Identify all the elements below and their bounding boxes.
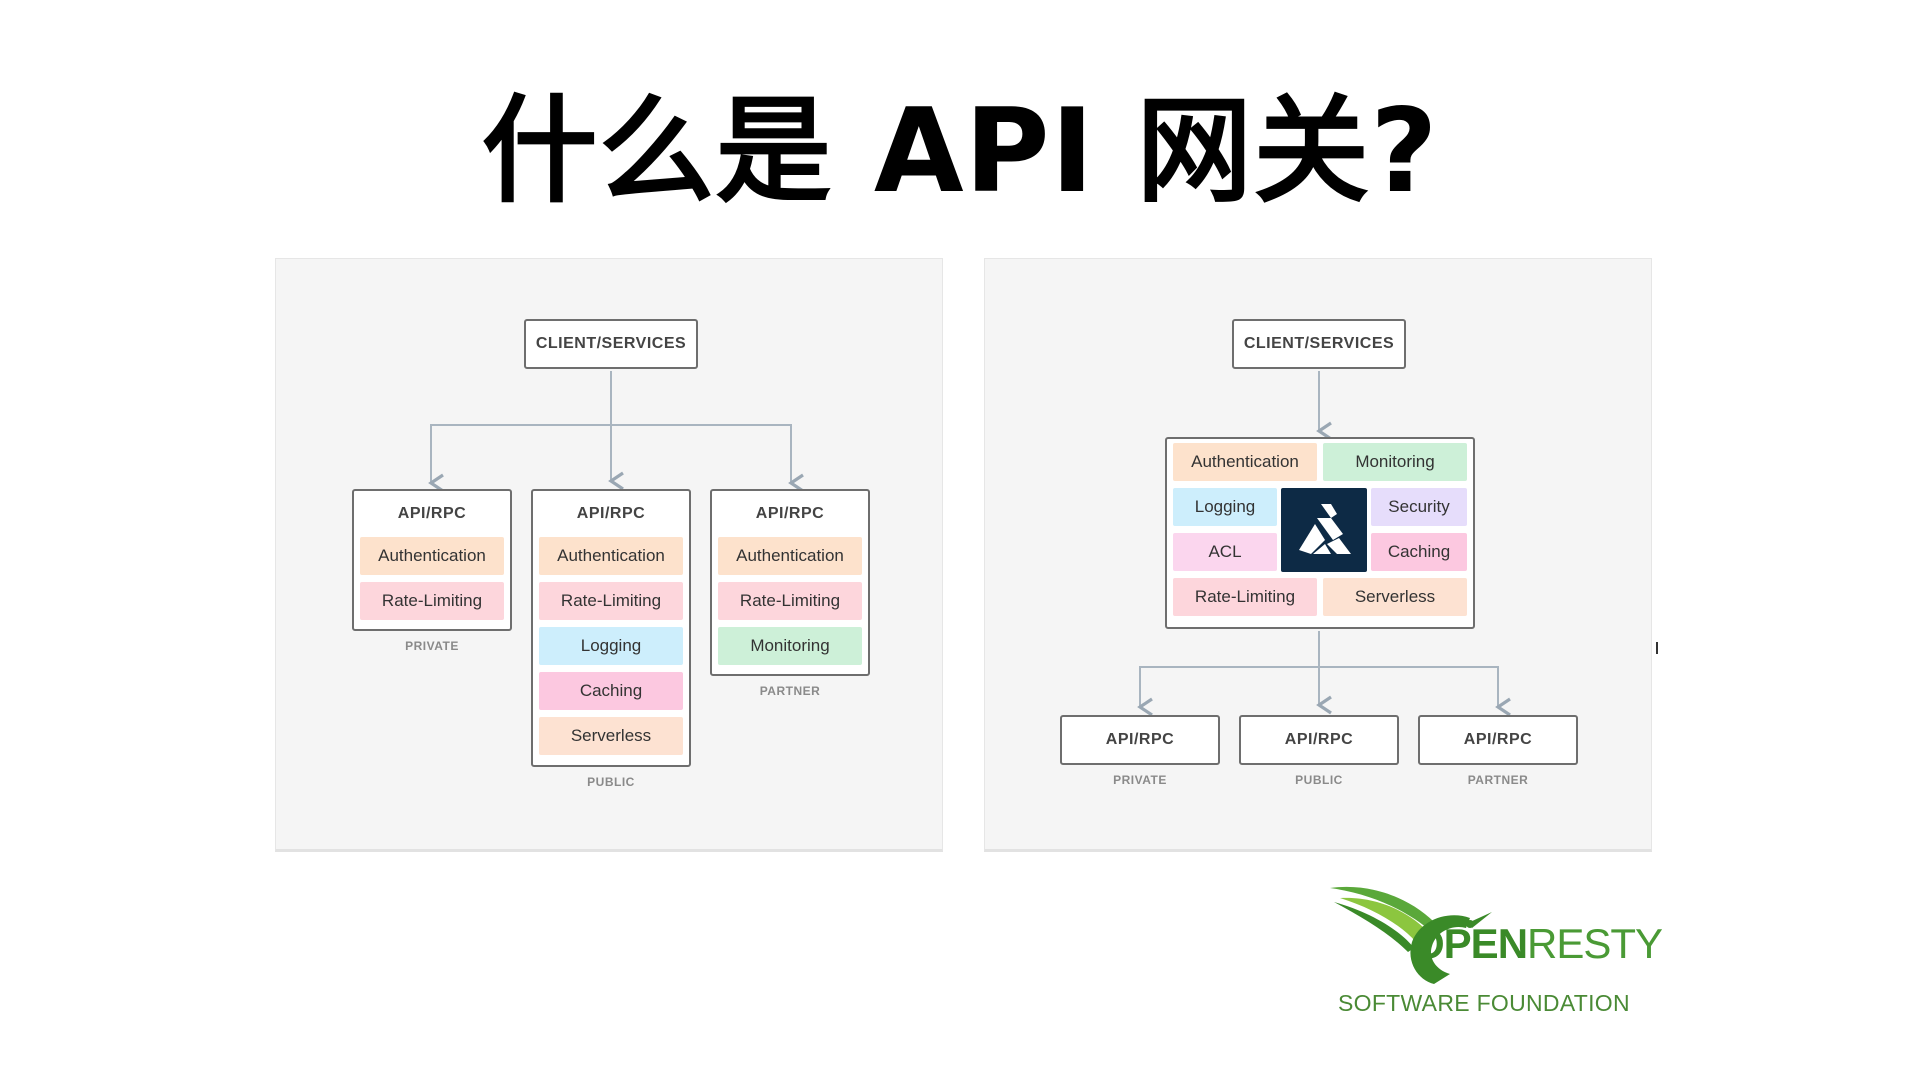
api-rpc-partner-box: API/RPC Authentication Rate-Limiting Mon… xyxy=(710,489,870,676)
logo-word-resty: RESTY xyxy=(1527,920,1663,967)
chip-security: Security xyxy=(1371,488,1467,526)
chip-caching: Caching xyxy=(1371,533,1467,571)
chip-authentication: Authentication xyxy=(718,537,862,575)
hummingbird-icon xyxy=(1330,886,1492,984)
chip-rate-limiting: Rate-Limiting xyxy=(360,582,504,620)
chip-acl: ACL xyxy=(1173,533,1277,571)
chip-monitoring: Monitoring xyxy=(1323,443,1467,481)
label-private: PRIVATE xyxy=(1113,773,1167,787)
chip-caching: Caching xyxy=(539,672,683,710)
gorilla-icon xyxy=(1299,504,1351,554)
chip-logging: Logging xyxy=(539,627,683,665)
api-rpc-public-box: API/RPC xyxy=(1239,715,1399,765)
diagram-api-gateway: CLIENT/SERVICES Authentication Monitorin… xyxy=(984,258,1652,852)
chip-authentication: Authentication xyxy=(539,537,683,575)
logo-word-open: OPEN xyxy=(1412,920,1528,967)
api-rpc-header: API/RPC xyxy=(576,505,646,522)
openresty-logo: OPENRESTY SOFTWARE FOUNDATION xyxy=(1320,862,1663,1022)
chip-rate-limiting: Rate-Limiting xyxy=(718,582,862,620)
client-services-label: CLIENT/SERVICES xyxy=(1243,335,1395,352)
chip-rate-limiting: Rate-Limiting xyxy=(1173,578,1317,616)
chip-rate-limiting: Rate-Limiting xyxy=(539,582,683,620)
api-gateway-box: Authentication Monitoring Logging ACL Se… xyxy=(1165,437,1475,629)
logo-subtitle: SOFTWARE FOUNDATION xyxy=(1338,990,1630,1016)
api-rpc-header: API/RPC xyxy=(1105,731,1175,748)
label-private: PRIVATE xyxy=(405,639,459,653)
label-partner: PARTNER xyxy=(759,684,821,698)
connector-lines xyxy=(1137,371,1511,717)
api-rpc-header: API/RPC xyxy=(397,505,467,522)
api-rpc-partner-box: API/RPC xyxy=(1418,715,1578,765)
logo-wordmark: OPENRESTY xyxy=(1412,920,1663,967)
api-rpc-public-box: API/RPC Authentication Rate-Limiting Log… xyxy=(531,489,691,767)
client-services-label: CLIENT/SERVICES xyxy=(535,335,687,352)
label-public: PUBLIC xyxy=(587,775,635,789)
chip-monitoring: Monitoring xyxy=(718,627,862,665)
api-rpc-header: API/RPC xyxy=(1284,731,1354,748)
label-partner: PARTNER xyxy=(1467,773,1529,787)
api-rpc-header: API/RPC xyxy=(755,505,825,522)
api-rpc-private-box: API/RPC Authentication Rate-Limiting xyxy=(352,489,512,631)
client-services-box: CLIENT/SERVICES xyxy=(524,319,698,369)
chip-serverless: Serverless xyxy=(1323,578,1467,616)
diagram-traditional: CLIENT/SERVICES API/RPC Authentication R… xyxy=(275,258,943,852)
chip-authentication: Authentication xyxy=(360,537,504,575)
chip-authentication: Authentication xyxy=(1173,443,1317,481)
slide-title: 什么是 API 网关? xyxy=(481,84,1439,219)
chip-serverless: Serverless xyxy=(539,717,683,755)
api-rpc-header: API/RPC xyxy=(1463,731,1533,748)
api-rpc-private-box: API/RPC xyxy=(1060,715,1220,765)
connector-lines xyxy=(428,371,804,493)
stray-mark xyxy=(1656,642,1662,654)
chip-logging: Logging xyxy=(1173,488,1277,526)
client-services-box: CLIENT/SERVICES xyxy=(1232,319,1406,369)
kong-logo-tile xyxy=(1281,488,1367,572)
label-public: PUBLIC xyxy=(1295,773,1343,787)
